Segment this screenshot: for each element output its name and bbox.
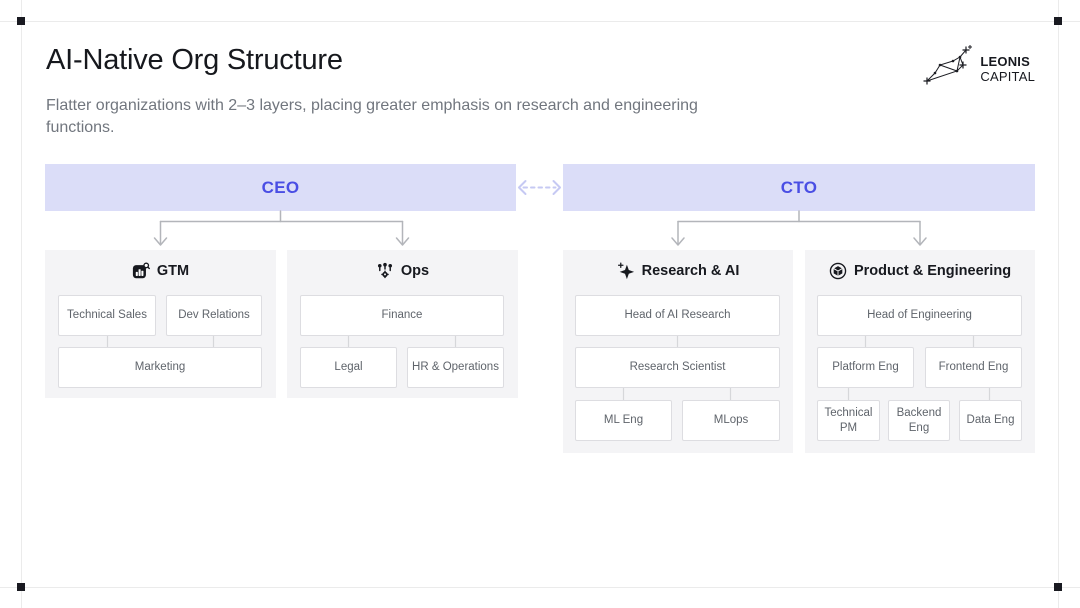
role-box-finance: Finance [300, 295, 504, 336]
research-ai-name: Research & AI [641, 263, 740, 279]
corner-mark-top-right [1054, 17, 1062, 25]
role-box-hr-operations: HR & Operations [407, 347, 504, 388]
ops-name: Ops [400, 263, 430, 279]
corner-mark-bottom-left [17, 583, 25, 591]
analytics-search-icon [132, 262, 150, 280]
ceo-tree-connector [153, 210, 410, 246]
cto-bar: CTO [563, 164, 1035, 211]
ceo-cto-dashed-link [518, 180, 561, 195]
ops-title: Ops [287, 262, 518, 280]
corner-mark-bottom-right [1054, 583, 1062, 591]
logo-text: LEONIS CAPITAL [980, 53, 1035, 84]
logo-name: LEONIS [980, 53, 1030, 69]
product-engineering-title: Product & Engineering [805, 262, 1035, 280]
leonis-capital-logo: LEONIS CAPITAL [920, 44, 1035, 95]
gtm-title: GTM [45, 262, 276, 280]
corner-mark-top-left [17, 17, 25, 25]
role-box-dev-relations: Dev Relations [166, 295, 262, 336]
product-engineering-name: Product & Engineering [853, 263, 1012, 279]
leo-constellation-icon [920, 44, 974, 95]
department-panel-product-engineering: Product & Engineering Head of Engineerin… [805, 250, 1035, 453]
logo-type: CAPITAL [980, 68, 1035, 84]
role-box-frontend-eng: Frontend Eng [925, 347, 1022, 388]
role-box-ml-eng: ML Eng [575, 400, 672, 441]
guide-line-top [0, 21, 1080, 22]
role-box-technical-pm: Technical PM [817, 400, 880, 441]
department-panel-ops: Ops Finance Legal HR & Operations [287, 250, 518, 398]
guide-line-right [1058, 0, 1059, 608]
role-box-mlops: MLops [682, 400, 780, 441]
guide-line-bottom [0, 587, 1080, 588]
role-box-head-of-engineering: Head of Engineering [817, 295, 1022, 336]
ceo-label: CEO [261, 177, 300, 197]
role-box-head-of-ai-research: Head of AI Research [575, 295, 780, 336]
cube-icon [829, 262, 847, 280]
department-panel-research-ai: Research & AI Head of AI Research Resear… [563, 250, 793, 453]
gtm-name: GTM [156, 263, 190, 279]
ceo-bar: CEO [45, 164, 516, 211]
research-ai-title: Research & AI [563, 262, 793, 280]
role-box-research-scientist: Research Scientist [575, 347, 780, 388]
guide-line-left [21, 0, 22, 608]
role-box-platform-eng: Platform Eng [817, 347, 914, 388]
department-panel-gtm: GTM Technical Sales Dev Relations Market… [45, 250, 276, 398]
sparkle-icon [617, 262, 635, 280]
role-box-data-eng: Data Eng [959, 400, 1022, 441]
cto-tree-connector [671, 210, 927, 246]
role-box-marketing: Marketing [58, 347, 262, 388]
role-box-legal: Legal [300, 347, 397, 388]
cto-label: CTO [780, 177, 818, 197]
role-box-technical-sales: Technical Sales [58, 295, 156, 336]
page-subtitle: Flatter organizations with 2–3 layers, p… [46, 97, 698, 137]
page-title: AI-Native Org Structure [46, 44, 343, 76]
team-gear-icon [376, 262, 394, 280]
role-box-backend-eng: Backend Eng [888, 400, 950, 441]
